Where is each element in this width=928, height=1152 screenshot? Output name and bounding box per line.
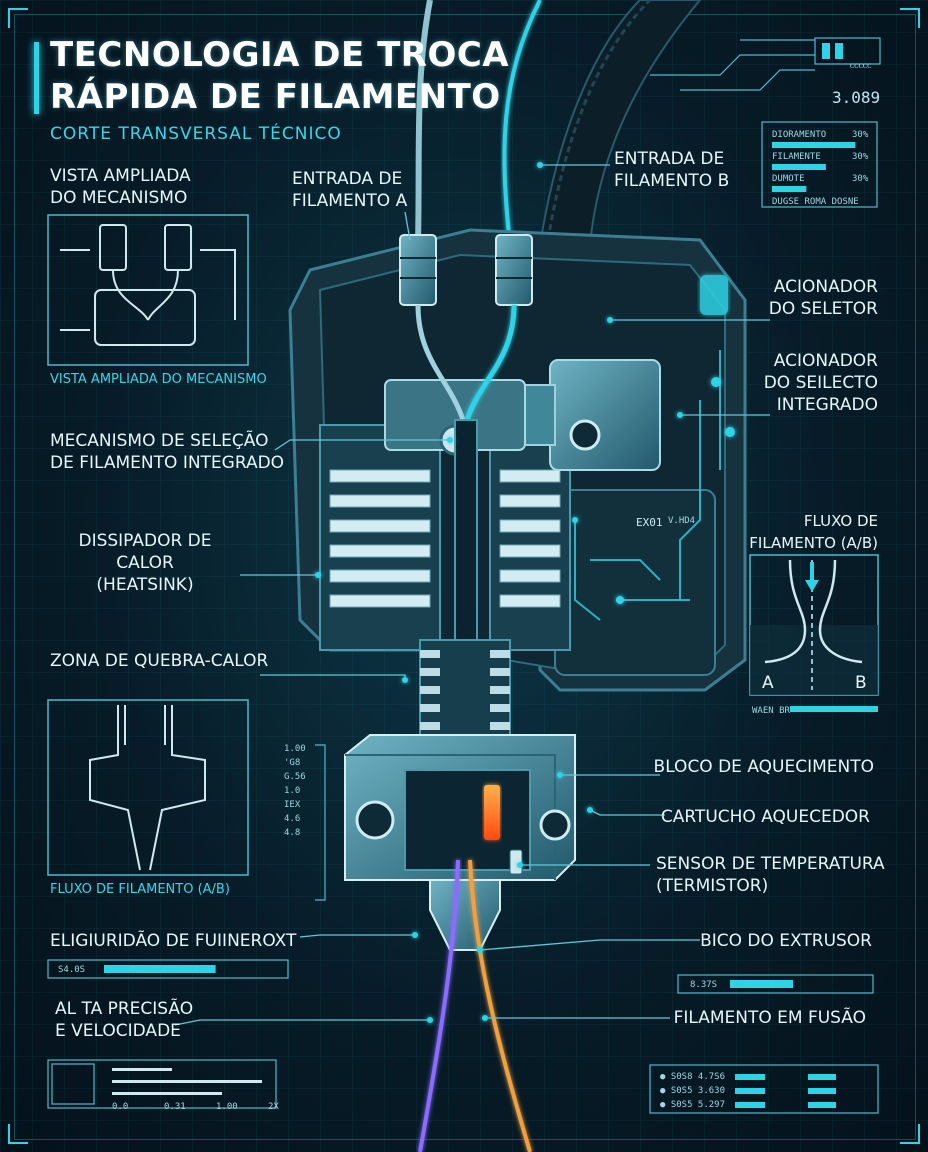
filament-a-out (418, 859, 460, 1152)
hud-row-text: ● S0S5 5.297 (660, 1100, 726, 1110)
title-accent (34, 42, 39, 114)
motor-text: EX01 (636, 516, 663, 529)
hud-stat-bar (772, 186, 807, 192)
hud-flow-meter-label: WAEN BR (752, 706, 790, 716)
hud-row-bar (735, 1074, 765, 1080)
filament-b-out (468, 859, 532, 1152)
hud-stats-footer: DUGSE ROMA DOSNE (772, 197, 859, 207)
hud-left-bar-value: S4.0S (58, 965, 86, 975)
heater-cartridge (484, 785, 500, 840)
corner-tl (8, 8, 28, 28)
hud-small-top: ᴄᴄᴄᴄᴄ (850, 61, 872, 71)
label-entry-a: ENTRADA DE FILAMENTO A (292, 169, 408, 211)
label-selector-actuator: ACIONADOR DO SELETOR (768, 277, 878, 319)
thermistor (509, 849, 523, 875)
zoom-view-panel (47, 214, 249, 366)
hud-right-bar-fill (730, 980, 793, 988)
hud-flow-meter-bar (790, 706, 878, 712)
hud-row-text: ● S0S8 4.7S6 (660, 1072, 726, 1082)
hud-scale-tick: 4.6 (284, 814, 301, 824)
hud-row-bar (808, 1088, 836, 1094)
hud-bars (104, 142, 878, 1108)
tube-b (502, 0, 542, 246)
hud-row-bar (808, 1102, 836, 1108)
hud-row-bar (735, 1102, 765, 1108)
selector-motor (549, 359, 661, 471)
label-zoom-view: VISTA AMPLIADA DO MECANISMO (50, 166, 191, 208)
hud-stripe (112, 1080, 262, 1083)
hud-stat-value: 30% (852, 174, 869, 184)
label-heat-break: ZONA DE QUEBRA-CALOR (50, 651, 269, 671)
hud-stat-label: DUMOTE (772, 174, 805, 184)
label-integrated-selector: ACIONADOR DO SEILECTO INTEGRADO (763, 351, 878, 415)
page-title: TECNOLOGIA DE TROCA RÁPIDA DE FILAMENTO (50, 34, 509, 118)
hud-row-bar (808, 1074, 836, 1080)
caption-zoom-view: VISTA AMPLIADA DO MECANISMO (50, 372, 267, 387)
label-thermistor: SENSOR DE TEMPERATURA (TERMISTOR) (656, 854, 885, 896)
hud-row-text: ● S0S5 3.630 (660, 1086, 726, 1096)
label-fluidity: ELIGIURIDÃO DE FUIINEROXT (50, 931, 297, 951)
heater-block (344, 734, 576, 881)
status-led (700, 275, 728, 315)
hud-stat-value: 30% (852, 152, 869, 162)
hud-bottom-tick: 2X (268, 1102, 279, 1112)
corner-br (900, 1124, 920, 1144)
label-flow-ab: FLUXO DE FILAMENTO (A/B) (749, 512, 878, 552)
flow-panel-left (47, 699, 249, 876)
hud-bottom-tick: 0.0 (112, 1102, 129, 1112)
label-entry-b: ENTRADA DE FILAMENTO B (614, 149, 730, 191)
corner-bl (8, 1124, 28, 1144)
hud-scale-tick: IEX (284, 800, 301, 810)
hud-stat-bar (772, 164, 826, 170)
hud-stripe (112, 1068, 172, 1071)
title-line-2: RÁPIDA DE FILAMENTO (50, 77, 501, 117)
subtitle: CORTE TRANSVERSAL TÉCNICO (50, 124, 342, 144)
hud-stat-label: DIORAMENTO (772, 130, 827, 140)
hud-scale-tick: 'G8 (284, 758, 301, 768)
label-nozzle: BICO DO EXTRUSOR (700, 931, 872, 951)
heat-break (419, 639, 511, 751)
hud-stat-bar (772, 142, 856, 148)
flow-panel-right (749, 554, 879, 696)
label-melting: FILAMENTO EM FUSÃO (673, 1008, 866, 1028)
caption-flow-left: FLUXO DE FILAMENTO (A/B) (50, 882, 230, 897)
hud-stat-label: FILAMENTE (772, 152, 821, 162)
label-precision: AL TA PRECISÃO E VELOCIDADE (55, 999, 194, 1041)
hud-circuit-top (650, 37, 881, 208)
tube-b-sheath (538, 0, 702, 246)
title-line-1: TECNOLOGIA DE TROCA (50, 35, 510, 75)
hud-scale-tick: G.56 (284, 772, 306, 782)
hud-stripe (112, 1092, 222, 1095)
hud-value-top: 3.089 (832, 88, 881, 107)
tube-a (415, 0, 433, 246)
hud-row-bar (735, 1088, 765, 1094)
label-heater-block: BLOCO DE AQUECIMENTO (653, 757, 874, 777)
flow-label-b: B (855, 673, 867, 693)
hud-scale-tick: 4.8 (284, 828, 301, 838)
hud-scale-tick: 1.00 (284, 744, 306, 754)
hud-bottom-tick: 0.31 (164, 1102, 186, 1112)
hud-bottom-tick: 1.00 (216, 1102, 238, 1112)
label-heater-cartridge: CARTUCHO AQUECEDOR (660, 807, 870, 827)
label-heatsink: DISSIPADOR DE CALOR (HEATSINK) (78, 531, 212, 595)
flow-label-a: A (762, 673, 774, 693)
hud-right-bar-value: 8.37S (690, 980, 718, 990)
motor-text-2: V.HD4 (668, 516, 696, 526)
hud-left-bar-fill (104, 965, 216, 973)
hud-stat-value: 30% (852, 130, 869, 140)
hud-scale-tick: 1.0 (284, 786, 301, 796)
label-selection-mechanism: MECANISMO DE SELEÇÃO DE FILAMENTO INTEGR… (50, 431, 285, 473)
corner-tr (900, 8, 920, 28)
leader-lines (174, 164, 770, 1026)
